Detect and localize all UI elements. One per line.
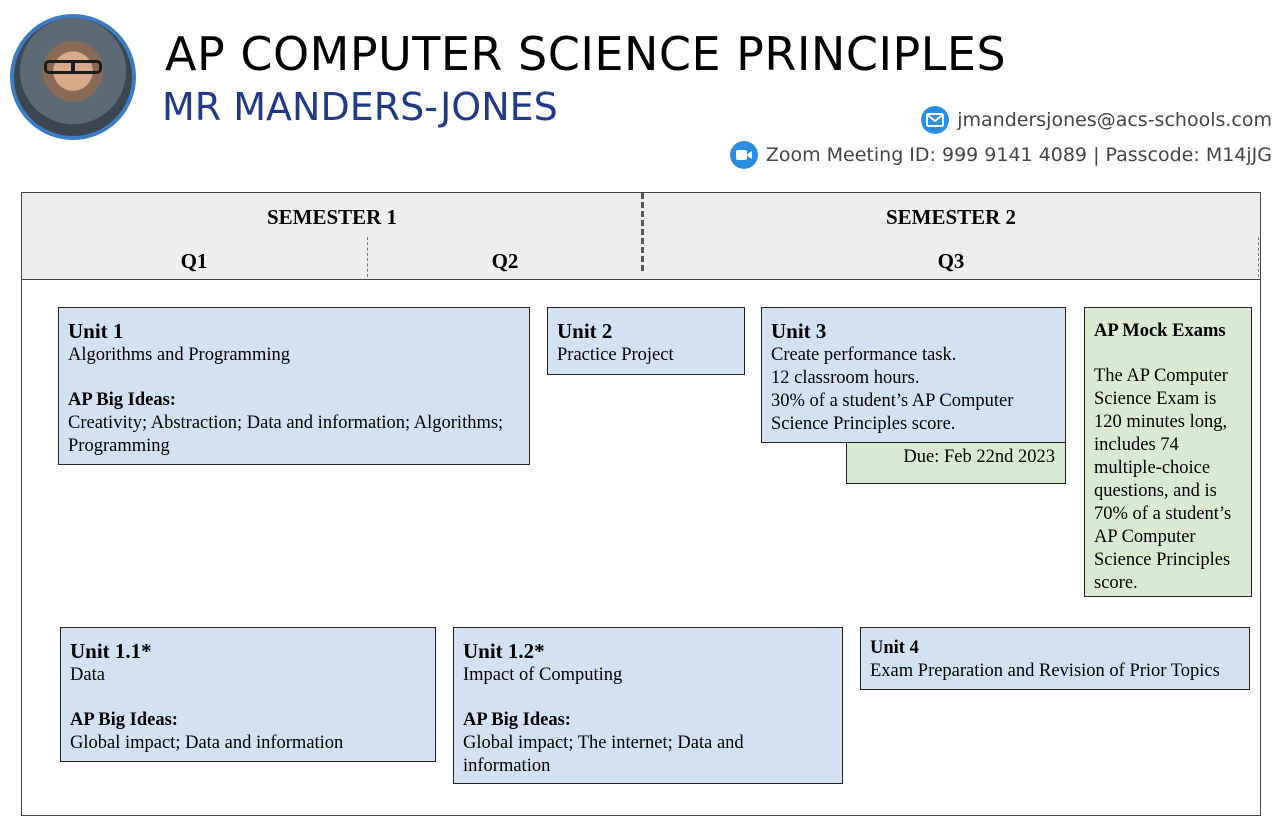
unit-4-title: Unit 4 xyxy=(870,638,919,658)
email-address[interactable]: jmandersjones@acs-schools.com xyxy=(957,109,1272,131)
unit-3-card: Unit 3 Create performance task. 12 class… xyxy=(761,307,1066,443)
unit-4-subtitle: Exam Preparation and Revision of Prior T… xyxy=(870,661,1220,681)
unit-1-ideas: Creativity; Abstraction; Data and inform… xyxy=(68,413,504,456)
ap-mock-exams-card: AP Mock Exams The AP Computer Science Ex… xyxy=(1084,307,1252,597)
unit-1-2-ideas: Global impact; The internet; Data and in… xyxy=(463,733,744,776)
quarter-3-label: Q3 xyxy=(937,249,965,273)
unit-1-1-ideas: Global impact; Data and information xyxy=(70,733,344,753)
unit-3-line-2: 12 classroom hours. xyxy=(771,368,920,388)
quarter-divider xyxy=(367,237,368,277)
unit-1-title: Unit 1 xyxy=(68,319,124,343)
quarter-divider-end xyxy=(1258,237,1259,277)
teacher-name: MR MANDERS-JONES xyxy=(162,85,558,129)
unit-4-card: Unit 4 Exam Preparation and Revision of … xyxy=(860,627,1250,690)
semester-divider xyxy=(641,193,644,271)
unit-3-due-date: Due: Feb 22nd 2023 xyxy=(846,436,1066,484)
unit-1-1-subtitle: Data xyxy=(70,665,105,685)
unit-1-2-title: Unit 1.2* xyxy=(463,639,545,663)
unit-1-1-title: Unit 1.1* xyxy=(70,639,152,663)
email-row[interactable]: jmandersjones@acs-schools.com xyxy=(921,106,1272,134)
zoom-row: Zoom Meeting ID: 999 9141 4089 | Passcod… xyxy=(729,141,1272,169)
unit-1-ideas-label: AP Big Ideas: xyxy=(68,390,176,410)
quarter-2-label: Q2 xyxy=(491,249,519,273)
unit-2-card: Unit 2 Practice Project xyxy=(547,307,745,375)
ap-mock-exams-title: AP Mock Exams xyxy=(1094,321,1226,341)
unit-1-2-card: Unit 1.2* Impact of Computing AP Big Ide… xyxy=(453,627,843,784)
teacher-avatar xyxy=(10,14,136,140)
unit-1-subtitle: Algorithms and Programming xyxy=(68,345,290,365)
semester-2-label: SEMESTER 2 xyxy=(885,205,1017,229)
envelope-icon xyxy=(921,106,950,134)
unit-2-title: Unit 2 xyxy=(557,319,613,343)
unit-1-1-card: Unit 1.1* Data AP Big Ideas: Global impa… xyxy=(60,627,436,762)
ap-mock-exams-text: The AP Computer Science Exam is 120 minu… xyxy=(1094,366,1232,593)
semester-1-label: SEMESTER 1 xyxy=(266,205,398,229)
glasses-shape xyxy=(44,60,102,74)
quarter-1-label: Q1 xyxy=(180,249,208,273)
unit-3-line-3: 30% of a student’s AP Computer Science P… xyxy=(771,391,1014,434)
unit-1-2-ideas-label: AP Big Ideas: xyxy=(463,710,571,730)
unit-3-title: Unit 3 xyxy=(771,319,827,343)
unit-1-card: Unit 1 Algorithms and Programming AP Big… xyxy=(58,307,530,465)
zoom-details: Zoom Meeting ID: 999 9141 4089 | Passcod… xyxy=(765,144,1272,166)
timeline-frame: SEMESTER 1 SEMESTER 2 Q1 Q2 Q3 xyxy=(21,192,1261,816)
unit-2-subtitle: Practice Project xyxy=(557,345,674,365)
page-title: AP COMPUTER SCIENCE PRINCIPLES xyxy=(165,27,1007,81)
unit-1-2-subtitle: Impact of Computing xyxy=(463,665,623,685)
unit-1-1-ideas-label: AP Big Ideas: xyxy=(70,710,178,730)
video-camera-icon xyxy=(729,141,758,169)
timeline-header-band: SEMESTER 1 SEMESTER 2 Q1 Q2 Q3 xyxy=(22,193,1260,280)
unit-3-line-1: Create performance task. xyxy=(771,345,957,365)
